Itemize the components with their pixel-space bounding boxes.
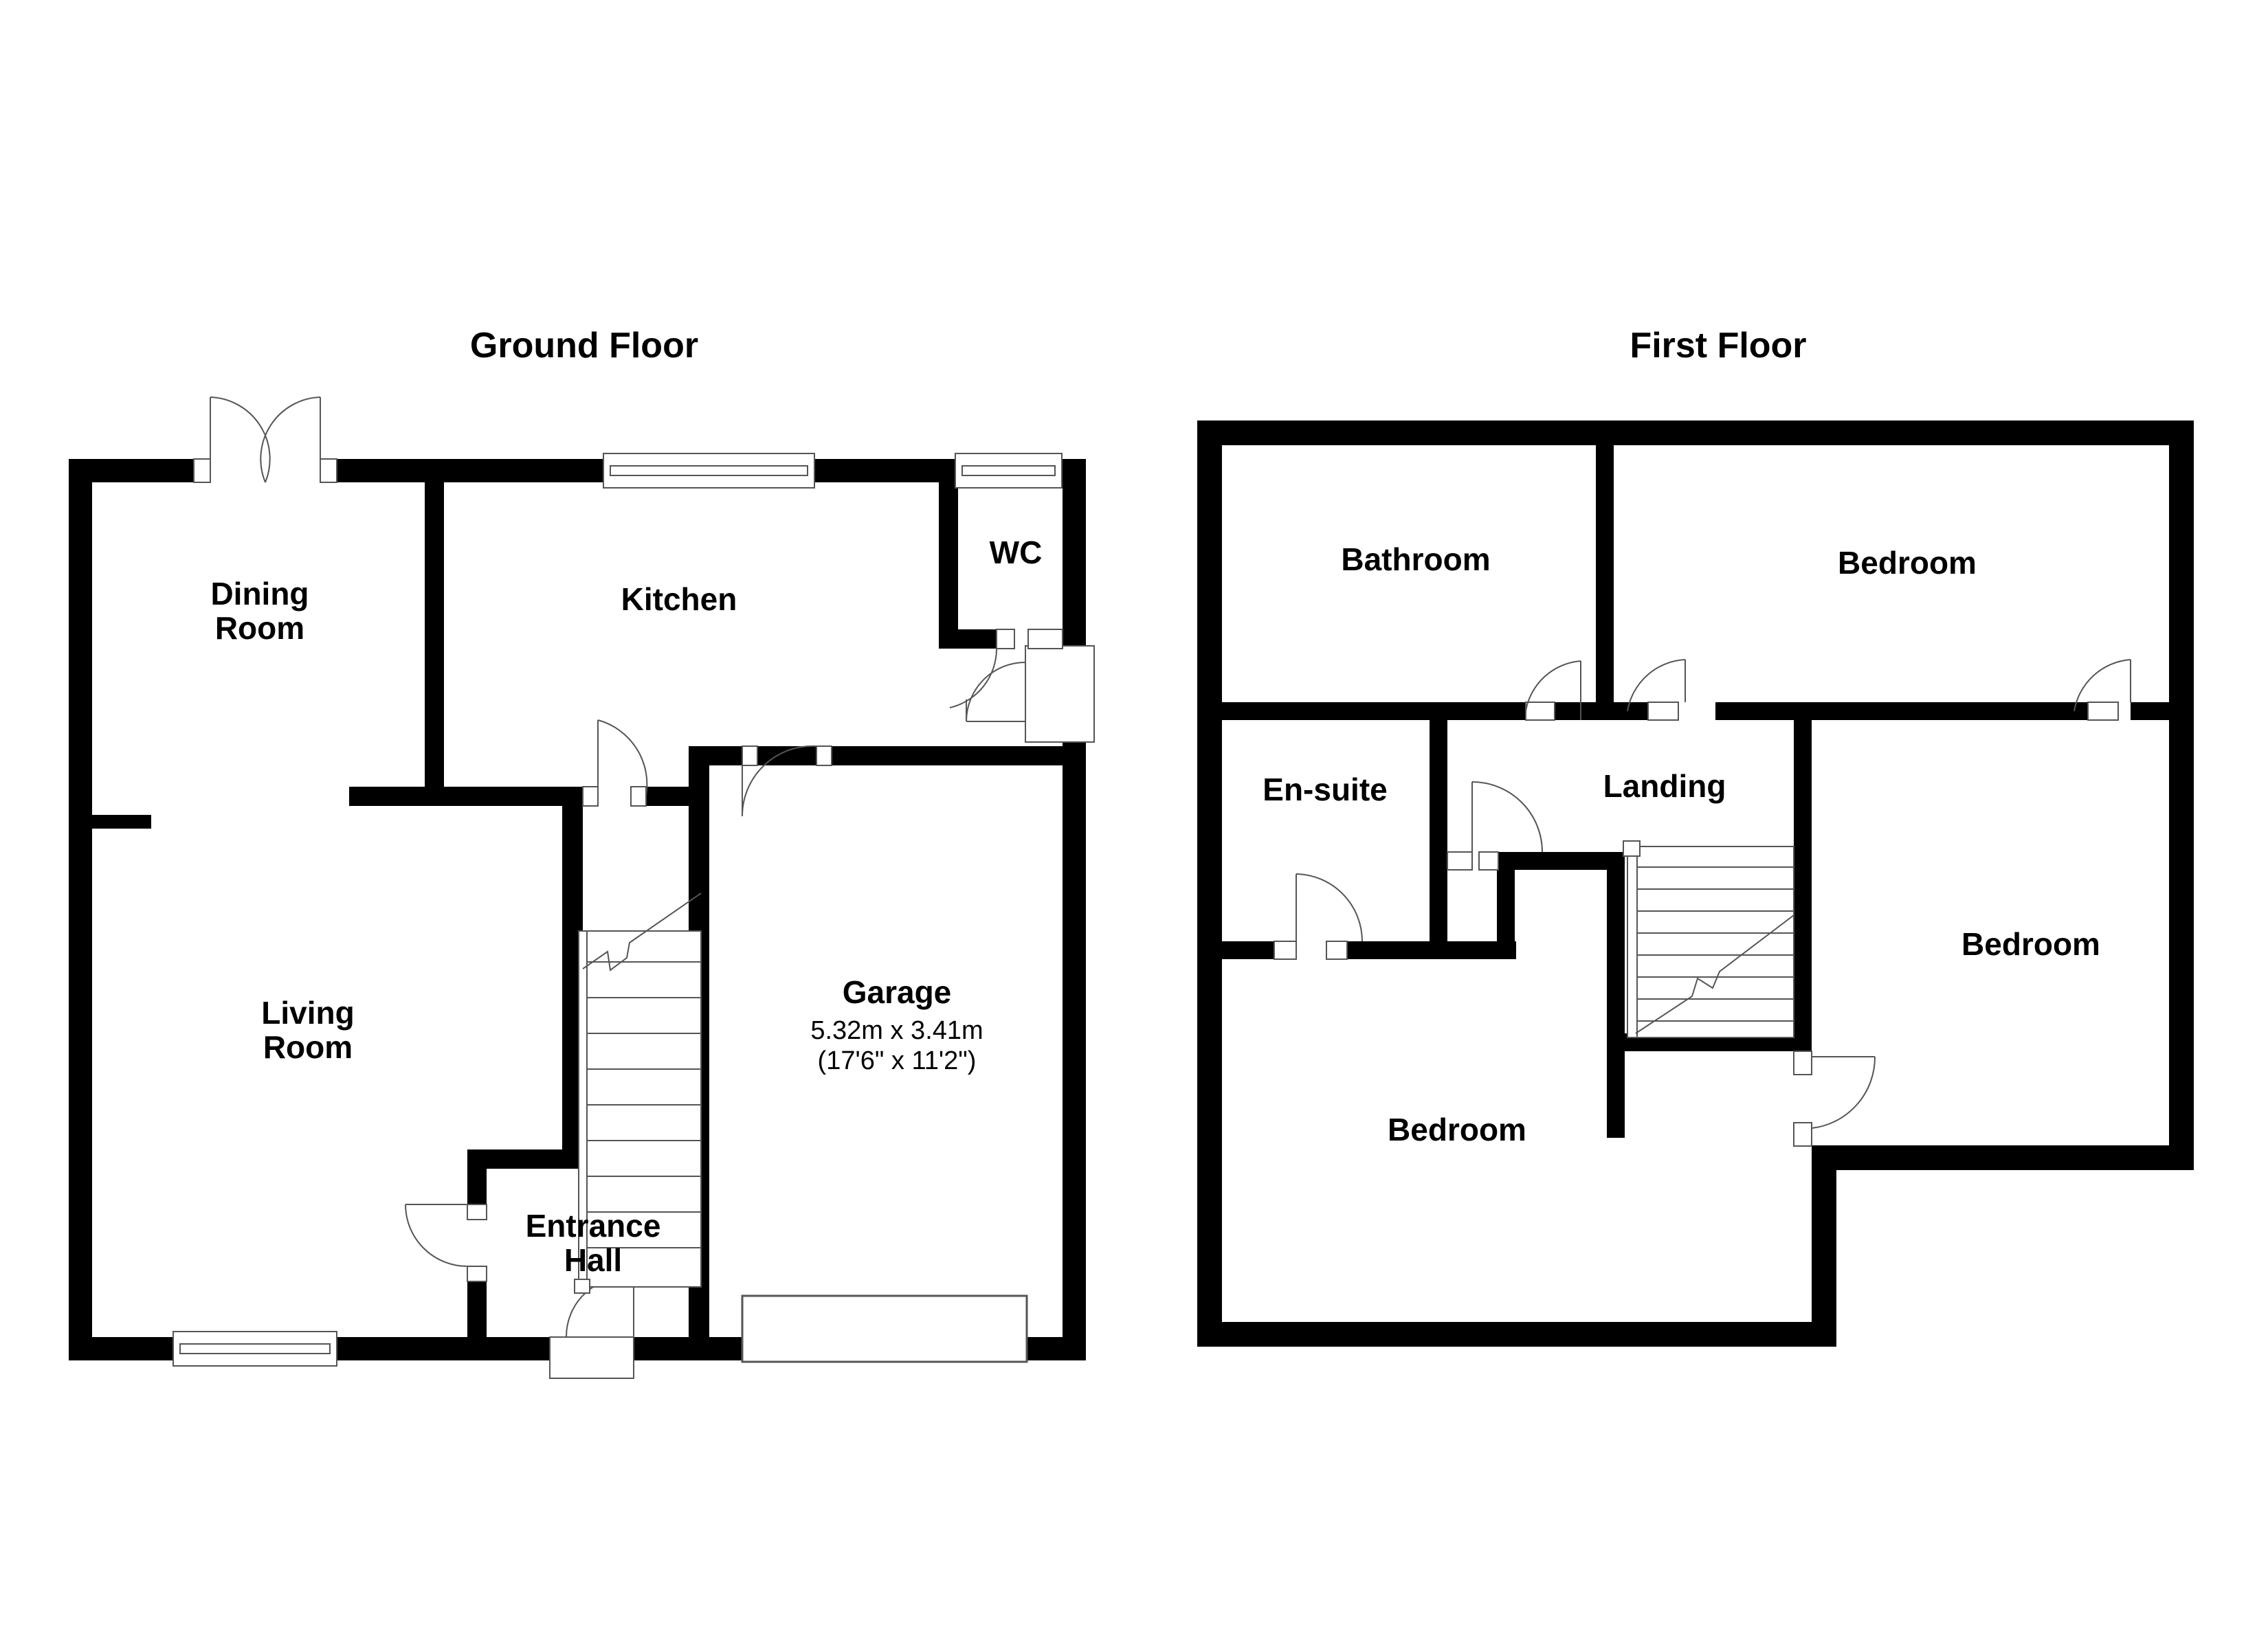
wall-gf-right-lower bbox=[1063, 739, 1086, 1360]
garage-door-icon[interactable] bbox=[741, 1294, 1028, 1363]
wall-gf-hall-left-upper bbox=[467, 1149, 487, 1204]
room-label-living-room-line1: Living bbox=[261, 995, 354, 1031]
wall-ff-stair-right bbox=[1794, 720, 1812, 1051]
wall-ff-bottom-right bbox=[1812, 1145, 2194, 1170]
wall-gf-bottom-mid2 bbox=[634, 1337, 742, 1360]
double-door-swing-icon-dining[interactable] bbox=[193, 396, 337, 483]
wall-ff-ensuite-bottom-left bbox=[1197, 941, 1274, 959]
wall-ff-mid-vert-bottom bbox=[1812, 1145, 1836, 1347]
door-swing-icon-garage-hall[interactable] bbox=[741, 745, 832, 817]
wall-ff-landing-top-a bbox=[1555, 702, 1596, 720]
room-label-bedroom-bottom: Bedroom bbox=[1388, 1112, 1526, 1147]
room-label-kitchen: Kitchen bbox=[621, 581, 737, 617]
wall-gf-left-exterior bbox=[69, 459, 92, 1360]
door-swing-icon-bathroom[interactable] bbox=[1525, 660, 1581, 721]
page-title-ground-floor: Ground Floor bbox=[470, 326, 698, 366]
door-arc-left bbox=[210, 396, 271, 483]
door-swing-icon-bedroom-tr-left[interactable] bbox=[1627, 659, 1686, 721]
stair-break-line-icon bbox=[582, 893, 702, 972]
window-symbol-wc bbox=[955, 453, 1063, 489]
door-swing-icon-front-entrance[interactable] bbox=[549, 1277, 634, 1379]
wall-gf-bottom-left bbox=[69, 1337, 173, 1360]
wall-gf-top-left bbox=[69, 459, 194, 482]
wall-ff-bathroom-bedroom bbox=[1596, 445, 1614, 720]
stair-break-line-icon-first bbox=[1635, 915, 1794, 1034]
wall-ff-top bbox=[1197, 420, 2194, 445]
first-floor-labels: First Floor Bathroom Bedroom En-suite La… bbox=[1263, 326, 2100, 1147]
page-title-first-floor: First Floor bbox=[1630, 326, 1806, 366]
wall-ff-bottom-left bbox=[1197, 1322, 1825, 1347]
room-label-bathroom: Bathroom bbox=[1341, 541, 1490, 577]
wall-gf-bottom-mid bbox=[337, 1337, 550, 1360]
wall-gf-wc-left bbox=[939, 482, 958, 649]
door-swing-icon-ensuite-landing[interactable] bbox=[1447, 781, 1543, 871]
wall-ff-stair-left bbox=[1607, 870, 1625, 1138]
wall-ff-bedroom-bottom-a bbox=[1614, 702, 1648, 720]
room-label-en-suite: En-suite bbox=[1263, 772, 1387, 807]
room-label-landing: Landing bbox=[1603, 768, 1726, 804]
wall-gf-hall-left-lower bbox=[467, 1281, 487, 1360]
room-label-bedroom-right: Bedroom bbox=[1961, 926, 2100, 962]
room-label-entrance-hall-line1: Entrance bbox=[526, 1208, 661, 1244]
wall-gf-bottom-right bbox=[1027, 1337, 1086, 1360]
door-swing-icon-hall-living[interactable] bbox=[405, 1204, 487, 1282]
window-symbol-kitchen bbox=[603, 453, 815, 489]
staircase-icon-first bbox=[1623, 840, 1794, 1038]
first-floor-walls bbox=[1197, 420, 2194, 1347]
wall-gf-hall-seg bbox=[646, 787, 689, 806]
ground-floor-plan bbox=[69, 396, 1095, 1379]
staircase-icon-ground bbox=[574, 893, 702, 1294]
door-jamb-right bbox=[320, 458, 337, 483]
ground-floor-labels: Ground Floor Dining Room Kitchen WC Livi… bbox=[210, 326, 1042, 1278]
wall-ff-bedroom-bottom-b bbox=[1715, 702, 2088, 720]
wall-ff-right-upper bbox=[2169, 420, 2194, 1145]
door-swing-icon-wc[interactable] bbox=[949, 629, 1015, 708]
room-dimension-garage-metric: 5.32m x 3.41m bbox=[810, 1016, 983, 1045]
room-label-living-room-line2: Room bbox=[263, 1029, 353, 1065]
wall-ff-left bbox=[1197, 420, 1222, 1347]
room-label-garage: Garage bbox=[843, 974, 952, 1010]
door-jamb-left bbox=[193, 458, 211, 483]
wall-ff-landing-bottom bbox=[1447, 941, 1516, 959]
door-swing-icon-wc-alcove[interactable] bbox=[966, 629, 1095, 743]
door-swing-icon-bedroom-right[interactable] bbox=[1793, 1051, 1876, 1147]
door-swing-icon-bedroom-tr-right[interactable] bbox=[2074, 659, 2131, 721]
wall-gf-kitchen-hall bbox=[349, 787, 583, 806]
room-label-dining-room-line2: Room bbox=[215, 610, 304, 646]
wall-ff-landing-mid-h bbox=[1497, 852, 1625, 870]
window-symbol-living-room bbox=[173, 1331, 337, 1367]
wall-gf-top-mid2 bbox=[814, 459, 955, 482]
door-arc-right bbox=[260, 396, 321, 483]
room-label-dining-room-line1: Dining bbox=[210, 576, 309, 612]
wall-ff-bathroom-bottom bbox=[1197, 702, 1526, 720]
room-label-bedroom-top-right: Bedroom bbox=[1838, 545, 1977, 581]
door-swing-icon-ensuite[interactable] bbox=[1274, 873, 1363, 960]
room-label-entrance-hall-line2: Hall bbox=[564, 1242, 622, 1278]
wall-gf-wc-bottom-left bbox=[939, 629, 997, 649]
room-label-wc: WC bbox=[990, 535, 1043, 570]
wall-ff-ensuite-bottom-right bbox=[1347, 941, 1447, 959]
room-dimension-garage-imperial: (17'6" x 11'2") bbox=[818, 1046, 977, 1075]
wall-gf-left-stub bbox=[92, 815, 151, 829]
wall-gf-dining-kitchen bbox=[425, 482, 444, 805]
wall-ff-ensuite-right bbox=[1430, 720, 1447, 941]
first-floor-plan bbox=[1197, 420, 2194, 1347]
wall-gf-top-mid bbox=[337, 459, 603, 482]
door-swing-icon-kitchen-hall[interactable] bbox=[582, 719, 648, 807]
wall-ff-bedroom-bottom-c bbox=[2131, 702, 2194, 720]
